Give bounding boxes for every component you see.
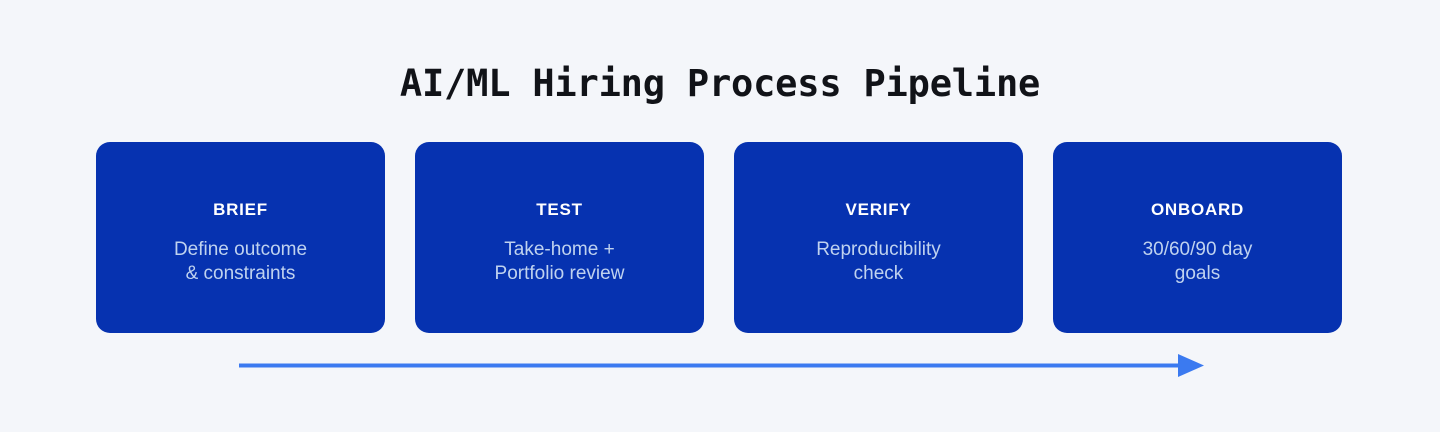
- stage-label: TEST: [536, 200, 583, 219]
- pipeline-stage-list: BRIEF Define outcome & constraints TEST …: [96, 142, 1342, 333]
- stage-label: ONBOARD: [1150, 200, 1245, 219]
- stage-description-line-2: Portfolio review: [494, 263, 625, 284]
- pipeline-flow-arrow: [238, 350, 1206, 382]
- pipeline-stage-card-test[interactable]: TEST Take-home + Portfolio review: [415, 142, 704, 333]
- stage-label: BRIEF: [213, 200, 268, 219]
- stage-description-line-1: Define outcome: [173, 239, 308, 260]
- pipeline-stage-card-onboard[interactable]: ONBOARD 30/60/90 day goals: [1053, 142, 1342, 333]
- stage-description: 30/60/90 day goals: [1143, 238, 1253, 286]
- stage-description: Define outcome & constraints: [174, 238, 307, 286]
- stage-description-line-1: 30/60/90 day: [1142, 239, 1253, 260]
- stage-description-line-2: & constraints: [185, 263, 296, 284]
- arrow-right-icon: [239, 354, 1204, 377]
- stage-description-line-1: Take-home +: [504, 239, 615, 260]
- stage-description: Reproducibility check: [816, 238, 941, 286]
- pipeline-stage-card-brief[interactable]: BRIEF Define outcome & constraints: [96, 142, 385, 333]
- pipeline-stage-card-verify[interactable]: VERIFY Reproducibility check: [734, 142, 1023, 333]
- stage-description: Take-home + Portfolio review: [495, 238, 625, 286]
- stage-description-line-2: goals: [1174, 263, 1221, 284]
- page-title: AI/ML Hiring Process Pipeline: [399, 62, 1041, 105]
- stage-description-line-1: Reproducibility: [816, 239, 941, 260]
- stage-description-line-2: check: [853, 263, 904, 284]
- stage-label: VERIFY: [845, 200, 912, 219]
